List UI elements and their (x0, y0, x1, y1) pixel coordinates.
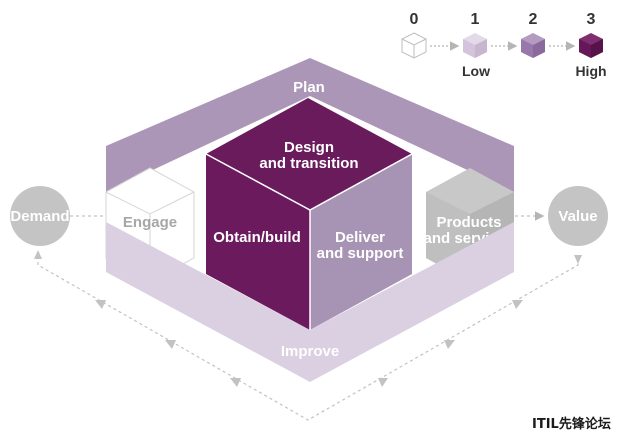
legend-low-label: Low (462, 63, 490, 79)
legend-level-0: 0 (410, 11, 419, 28)
improve-label: Improve (281, 343, 339, 360)
value-node: Value (548, 186, 608, 246)
legend-level-3: 3 (587, 11, 596, 28)
legend-cube-1 (463, 33, 487, 58)
legend-level-2: 2 (529, 11, 538, 28)
plan-label: Plan (293, 79, 325, 96)
value-flow-loop (37, 211, 579, 421)
legend-cube-0 (401, 32, 427, 59)
deliver-label-line2: and support (317, 245, 404, 262)
plan-activity: Plan (106, 58, 514, 192)
value-label: Value (558, 208, 597, 225)
watermark-text: ITIL先锋论坛 (532, 417, 611, 432)
obtain-build-label: Obtain/build (213, 229, 301, 246)
obtain-build-face (206, 154, 310, 330)
demand-node: Demand (10, 186, 70, 246)
flow-loop-arrowheads (34, 250, 582, 387)
legend-high-label: High (575, 63, 606, 79)
legend-cube-2 (521, 33, 545, 58)
legend-cube-3 (579, 33, 603, 58)
deliver-label-line1: Deliver (335, 229, 385, 246)
engage-label: Engage (123, 214, 177, 231)
products-label-line1: Products (436, 214, 501, 231)
legend-level-1: 1 (471, 11, 480, 28)
flow-loop-bottom (37, 256, 579, 421)
legend: 0 1 2 3 Low High (401, 11, 607, 79)
design-label-line1: Design (284, 139, 334, 156)
core-activities-cube: Design and transition Obtain/build Deliv… (205, 98, 413, 330)
design-label-line2: and transition (259, 155, 358, 172)
improve-activity: Improve (106, 222, 514, 382)
demand-label: Demand (10, 208, 69, 225)
deliver-and-support-face (310, 154, 412, 330)
